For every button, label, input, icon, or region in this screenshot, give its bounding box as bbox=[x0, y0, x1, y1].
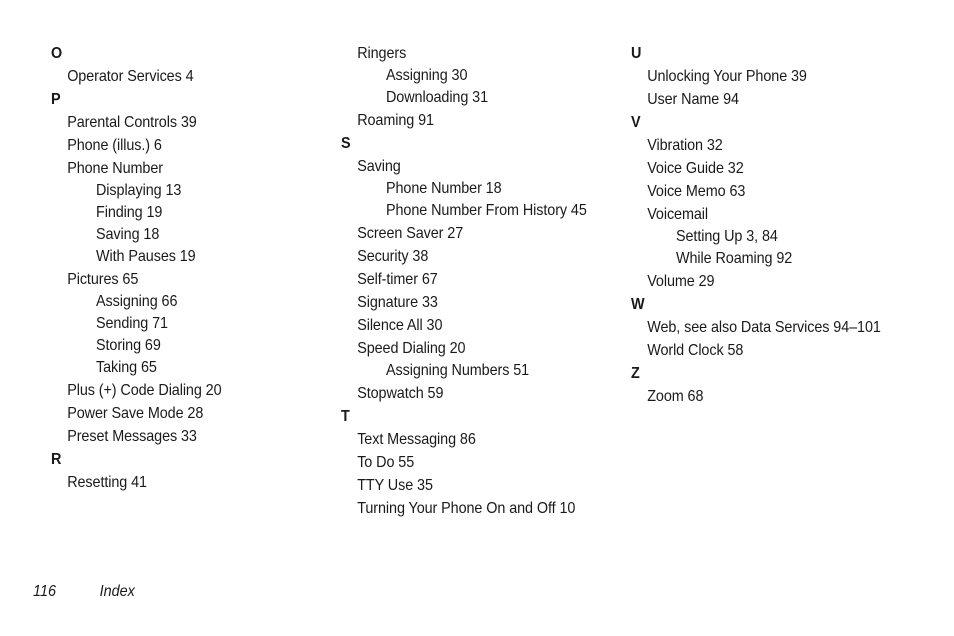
index-subentry: Downloading 31 bbox=[386, 89, 489, 106]
index-entry: Ringers bbox=[357, 45, 407, 62]
index-entry: Plus (+) Code Dialing 20 bbox=[67, 382, 222, 399]
index-subentry: While Roaming 92 bbox=[676, 250, 793, 267]
index-entry: Voicemail bbox=[647, 206, 709, 223]
index-entry: Voice Memo 63 bbox=[647, 183, 746, 200]
index-entry: Preset Messages 33 bbox=[67, 428, 197, 445]
index-entry: Operator Services 4 bbox=[67, 68, 194, 85]
index-entry: Vibration 32 bbox=[647, 137, 723, 154]
index-entry: Zoom 68 bbox=[647, 388, 704, 405]
index-subentry: With Pauses 19 bbox=[96, 248, 196, 265]
index-subentry: Displaying 13 bbox=[96, 182, 182, 199]
index-entry: Roaming 91 bbox=[357, 112, 434, 129]
index-entry: Turning Your Phone On and Off 10 bbox=[357, 500, 576, 517]
index-entry: World Clock 58 bbox=[647, 342, 744, 359]
index-entry: Screen Saver 27 bbox=[357, 225, 464, 242]
index-entry: Parental Controls 39 bbox=[67, 114, 197, 131]
index-entry: Resetting 41 bbox=[67, 474, 147, 491]
index-letter-heading: P bbox=[51, 91, 61, 108]
index-entry: Signature 33 bbox=[357, 294, 438, 311]
index-letter-heading: Z bbox=[631, 365, 640, 382]
index-entry: TTY Use 35 bbox=[357, 477, 433, 494]
index-entry: Voice Guide 32 bbox=[647, 160, 744, 177]
index-column-3: U Unlocking Your Phone 39 User Name 94 V Vib… bbox=[631, 44, 909, 406]
index-subentry: Assigning Numbers 51 bbox=[386, 362, 530, 379]
index-subentry: Saving 18 bbox=[96, 226, 160, 243]
index-subentry: Finding 19 bbox=[96, 204, 163, 221]
index-subentry: Setting Up 3, 84 bbox=[676, 228, 778, 245]
index-entry: Security 38 bbox=[357, 248, 429, 265]
index-letter-heading: T bbox=[341, 408, 350, 425]
index-letter-heading: S bbox=[341, 135, 351, 152]
index-letter-heading: R bbox=[51, 451, 62, 468]
index-entry: Saving bbox=[357, 158, 401, 175]
index-entry: Speed Dialing 20 bbox=[357, 340, 466, 357]
index-entry: Unlocking Your Phone 39 bbox=[647, 68, 807, 85]
index-letter-heading: W bbox=[631, 296, 645, 313]
index-letter-heading: V bbox=[631, 114, 641, 131]
index-entry: Phone (illus.) 6 bbox=[67, 137, 162, 154]
index-entry: Self-timer 67 bbox=[357, 271, 438, 288]
index-entry: Stopwatch 59 bbox=[357, 385, 444, 402]
index-letter-heading: O bbox=[51, 45, 63, 62]
index-entry: Web, see also Data Services 94–101 bbox=[647, 319, 881, 336]
index-entry: Silence All 30 bbox=[357, 317, 443, 334]
section-title: Index bbox=[99, 583, 135, 600]
page-number: 116 bbox=[33, 583, 56, 600]
index-subentry: Sending 71 bbox=[96, 315, 168, 332]
index-subentry: Assigning 66 bbox=[96, 293, 178, 310]
index-entry: Power Save Mode 28 bbox=[67, 405, 204, 422]
index-entry: Text Messaging 86 bbox=[357, 431, 476, 448]
page-footer: 116 Index bbox=[33, 582, 135, 601]
index-entry: Volume 29 bbox=[647, 273, 715, 290]
index-entry: User Name 94 bbox=[647, 91, 739, 108]
index-subentry: Phone Number 18 bbox=[386, 180, 502, 197]
index-subentry: Storing 69 bbox=[96, 337, 161, 354]
index-entry: To Do 55 bbox=[357, 454, 415, 471]
index-entry: Pictures 65 bbox=[67, 271, 139, 288]
index-subentry: Phone Number From History 45 bbox=[386, 202, 587, 219]
index-subentry: Taking 65 bbox=[96, 359, 157, 376]
index-subentry: Assigning 30 bbox=[386, 67, 468, 84]
index-letter-heading: U bbox=[631, 45, 642, 62]
index-entry: Phone Number bbox=[67, 160, 163, 177]
